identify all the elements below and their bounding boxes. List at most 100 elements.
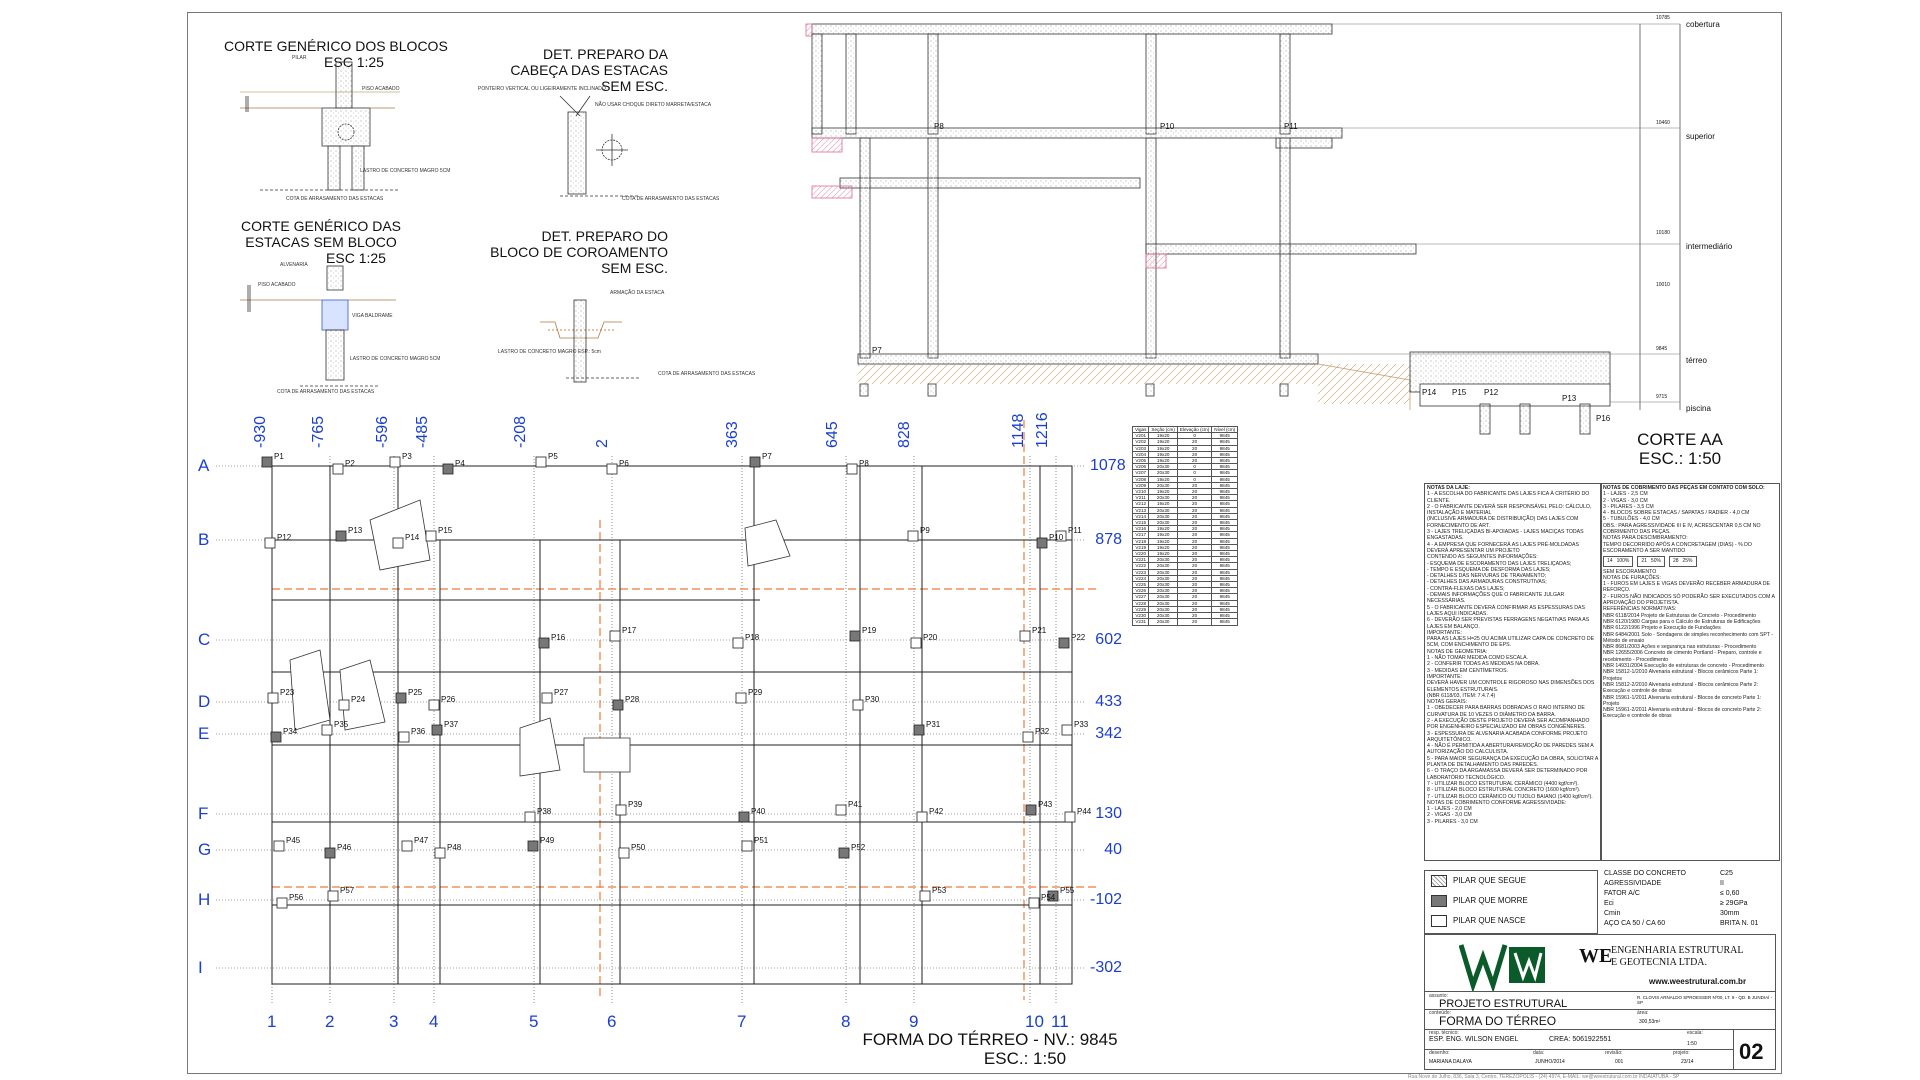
beam-table-cell: 20: [1176, 537, 1213, 545]
note-line: 2 - VIGAS - 3,0 CM: [1603, 497, 1648, 504]
pillar-mark: [835, 804, 847, 816]
note-line: - DETALHES DAS ARMADURAS CONSTRUTIVAS;: [1427, 579, 1547, 586]
spec-value: BRITA N. 01: [1720, 920, 1759, 927]
pillar-label: P12: [1484, 388, 1499, 397]
beam-table-cell: V204: [1131, 450, 1150, 459]
beam-table-cell: 20: [1176, 525, 1213, 533]
descimbramento-days: 14: [1607, 558, 1613, 565]
beam-table-cell: 9845: [1211, 481, 1239, 490]
pillar-mark: [606, 463, 618, 475]
detail-note: PILAR: [292, 55, 307, 61]
spec-row: FATOR A/C≤ 0,60: [1600, 890, 1774, 900]
detail-note: VIGA BALDRAME: [352, 313, 393, 319]
pillar-mark: [852, 699, 864, 711]
note-line: 6 - DEVERÃO SER PREVISTAS FERRAGENS NEGA…: [1427, 617, 1590, 630]
detail-scale: ESC 1:25: [326, 250, 386, 266]
pillar-mark: [913, 724, 925, 736]
pillar-label: P27: [554, 688, 569, 697]
pillar-label: P21: [1032, 626, 1047, 635]
note-line: NBR 6118/2014 Projeto de Estruturas de C…: [1603, 612, 1757, 619]
beam-table-cell: 20: [1176, 456, 1213, 465]
beam-table-cell: 20: [1176, 618, 1213, 626]
pillar-label: P43: [1038, 800, 1053, 809]
detail-note: COTA DE ARRASAMENTO DAS ESTACAS: [622, 196, 720, 202]
column-number: 6: [607, 1012, 617, 1031]
note-line: 2 - O FABRICANTE DEVERÁ SER RESPONSÁVEL …: [1427, 503, 1592, 517]
note-line: REFERÊNCIAS NORMATIVAS:: [1603, 606, 1677, 613]
legend-label: PILAR QUE MORRE: [1453, 896, 1528, 905]
pillar-label: P12: [277, 533, 292, 542]
note-line: 1 - OBEDECER PARA BARRAS DOBRADAS O RAIO…: [1427, 705, 1585, 718]
beam-table-cell: V230: [1131, 612, 1150, 620]
sheet-number: 02: [1739, 1039, 1764, 1064]
pillar-label: P11: [1284, 122, 1298, 131]
note-line: 3 - ESPESSURA DE ALVENARIA ACABADA CONFO…: [1427, 730, 1588, 743]
pillar-mark: [395, 692, 407, 704]
conteudo-value: FORMA DO TÉRREO: [1439, 1014, 1557, 1028]
note-line: 4 - BLOCOS SOBRE ESTACAS / SAPATAS / RAD…: [1603, 510, 1750, 517]
notes-slab-title: NOTAS DA LAJE:: [1427, 485, 1470, 491]
pillar-label: P37: [444, 720, 459, 729]
pillar-label: P57: [340, 886, 355, 895]
row-value: -302: [1090, 959, 1123, 976]
pillar-mark: [1058, 637, 1070, 649]
pillar-mark: [392, 537, 404, 549]
row-value: 433: [1095, 693, 1122, 710]
pillar-label: P29: [748, 688, 763, 697]
detail-note: PISO ACABADO: [362, 86, 400, 92]
pillar-mark: [1047, 890, 1059, 902]
beam-table-cell: 9845: [1211, 438, 1239, 446]
pillar-mark: [389, 456, 401, 468]
detail-scale: SEM ESC.: [601, 78, 668, 94]
note-line: NBR 6122/1996 Projeto e Execução de Fund…: [1603, 625, 1721, 632]
detail-note: PONTEIRO VERTICAL OU LIGEIRAMENTE INCLIN…: [478, 86, 606, 92]
desenho-label: desenho:: [1429, 1050, 1450, 1056]
beam-table-cell: 9845: [1211, 463, 1239, 471]
beam-table-cell: V208: [1131, 475, 1150, 483]
beam-table-cell: 20: [1176, 438, 1213, 446]
detail-cap-block: [540, 299, 640, 383]
pillar-label: P30: [865, 695, 880, 704]
note-line: 2 - FUROS NÃO INDICADOS SÓ PODERÃO SER E…: [1603, 593, 1775, 607]
beam-table-cell: 20: [1176, 543, 1213, 552]
beam-table-cell: V220: [1131, 550, 1150, 558]
column-number: 8: [841, 1012, 851, 1031]
beam-table-header: Vigas: [1131, 425, 1150, 434]
section-title: CORTE AA: [1637, 430, 1723, 449]
beam-table-cell: 9845: [1211, 494, 1239, 502]
row-letter: D: [198, 692, 211, 711]
resp-label: resp. técnico:: [1429, 1030, 1459, 1036]
note-line: DEVERÁ HAVER UM CONTROLE RIGOROSO NAS DI…: [1427, 680, 1595, 693]
detail-note: COTA DE ARRASAMENTO DAS ESTACAS: [286, 196, 384, 202]
pillar-mark: [910, 637, 922, 649]
pillar-label: P15: [438, 526, 453, 535]
beam-table-cell: 9845: [1211, 531, 1239, 539]
top-dimension: 645: [824, 421, 841, 448]
note-line: - DETALHES DAS NERVURAS DE TRAVAMENTO;: [1427, 573, 1547, 580]
note-line: 3 - PILARES - 3,5 CM: [1603, 503, 1654, 510]
pillar-mark: [846, 463, 858, 475]
pillar-label: P38: [537, 807, 552, 816]
pillar-label: P55: [1060, 886, 1075, 895]
note-line: 6 - O TRAÇO DA ARGAMASSA DEVERÁ SER DETE…: [1427, 768, 1588, 781]
note-line: 1 - LAJES - 2,5 CM: [1603, 491, 1648, 498]
beam-table-cell: 9845: [1211, 543, 1239, 552]
pillar-label: P15: [1452, 388, 1467, 397]
revisao-label: revisão:: [1605, 1050, 1623, 1056]
section-aa-drawing: [805, 23, 1681, 435]
row-value: 130: [1095, 805, 1122, 822]
pillar-mark: [1055, 530, 1067, 542]
pillar-label: P52: [851, 843, 866, 852]
note-line: NBR 12655/2006 Concreto de cimento Portl…: [1603, 650, 1762, 663]
area-value: 300,53m²: [1639, 1019, 1661, 1025]
note-line: NBR 14931/2004 Execução de estruturas de…: [1603, 663, 1764, 670]
beam-table-cell: 20: [1176, 574, 1213, 583]
pillar-label: P42: [929, 807, 944, 816]
beam-table-cell: V217: [1131, 531, 1150, 539]
note-line: 7 - UTILIZAR BLOCO CERÂMICO OU TIJOLO BA…: [1427, 793, 1593, 800]
